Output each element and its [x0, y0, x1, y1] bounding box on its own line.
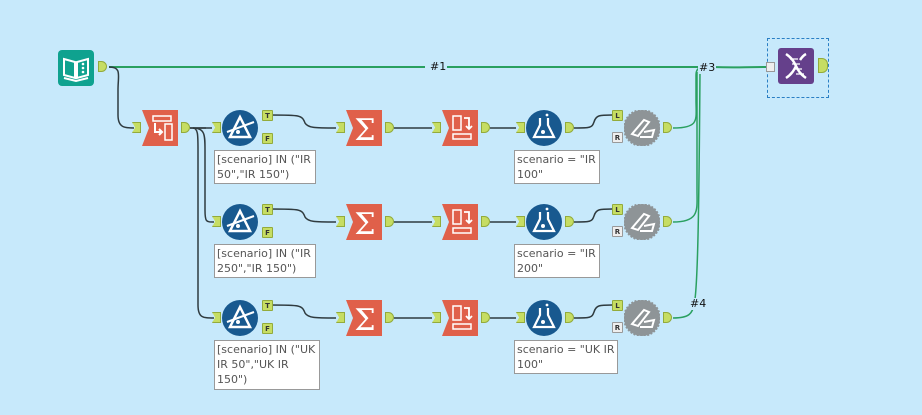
filter-triangle-icon	[222, 204, 258, 240]
sigma-icon: Σ	[346, 110, 382, 146]
signature-icon	[624, 300, 660, 336]
join-right-anchor[interactable]: R	[612, 132, 623, 143]
signature-icon	[624, 204, 660, 240]
input-output-anchor[interactable]	[98, 61, 107, 72]
summarize-tool[interactable]: Σ	[346, 110, 382, 146]
filter-annotation: [scenario] IN ("IR 50","IR 150")	[214, 150, 316, 184]
filter-false-anchor[interactable]: F	[262, 227, 273, 238]
row-wire	[573, 208, 613, 223]
formula-tool[interactable]	[526, 204, 562, 240]
book-input-icon	[58, 50, 94, 86]
crosstab-output-anchor[interactable]	[481, 216, 490, 227]
wire-label-1: #1	[429, 60, 448, 73]
transpose-icon	[442, 300, 478, 336]
signature-icon	[624, 110, 660, 146]
row-wire	[573, 304, 613, 319]
wire-label-3: #3	[698, 61, 717, 74]
dna-macro-output-icon	[778, 48, 814, 84]
union-output-anchor[interactable]	[663, 216, 672, 227]
svg-text:Σ: Σ	[354, 207, 375, 240]
union-tool[interactable]	[624, 204, 660, 240]
select-output-anchor[interactable]	[181, 122, 190, 133]
union-output-anchor[interactable]	[663, 312, 672, 323]
wire-input-select	[108, 66, 135, 129]
union-tool[interactable]	[624, 300, 660, 336]
row-wire	[269, 304, 337, 319]
crosstab-output-anchor[interactable]	[481, 312, 490, 323]
macro-output-anchor[interactable]	[818, 58, 828, 73]
join-left-anchor[interactable]: L	[612, 110, 623, 121]
flask-icon	[526, 110, 562, 146]
filter-true-anchor[interactable]: T	[262, 300, 273, 311]
crosstab-tool[interactable]	[442, 204, 478, 240]
formula-tool[interactable]	[526, 300, 562, 336]
filter-tool[interactable]	[222, 204, 258, 240]
summarize-tool[interactable]: Σ	[346, 204, 382, 240]
crosstab-tool[interactable]	[442, 300, 478, 336]
crosstab-tool[interactable]	[442, 110, 478, 146]
row-wire	[269, 114, 337, 129]
macro-input-anchor[interactable]	[766, 62, 775, 72]
formula-output-anchor[interactable]	[565, 122, 574, 133]
filter-annotation: [scenario] IN ("IR 250","IR 150")	[214, 244, 316, 278]
svg-text:Σ: Σ	[354, 113, 375, 146]
crosstab-output-anchor[interactable]	[481, 122, 490, 133]
formula-annotation: scenario = "IR 200"	[514, 244, 600, 278]
formula-annotation: scenario = "UK IR 100"	[514, 340, 618, 374]
sigma-icon: Σ	[346, 300, 382, 336]
summarize-tool[interactable]: Σ	[346, 300, 382, 336]
join-left-anchor[interactable]: L	[612, 204, 623, 215]
filter-triangle-icon	[222, 110, 258, 146]
sigma-icon: Σ	[346, 204, 382, 240]
select-tool[interactable]	[142, 110, 178, 146]
summarize-output-anchor[interactable]	[385, 312, 394, 323]
row-wire	[573, 114, 613, 129]
flask-icon	[526, 300, 562, 336]
union-tool[interactable]	[624, 110, 660, 146]
transpose-icon	[442, 110, 478, 146]
filter-true-anchor[interactable]: T	[262, 110, 273, 121]
formula-output-anchor[interactable]	[565, 216, 574, 227]
summarize-output-anchor[interactable]	[385, 216, 394, 227]
flask-icon	[526, 204, 562, 240]
filter-annotation: [scenario] IN ("UK IR 50","UK IR 150")	[214, 340, 320, 390]
formula-annotation: scenario = "IR 100"	[514, 150, 600, 184]
summarize-output-anchor[interactable]	[385, 122, 394, 133]
svg-text:Σ: Σ	[354, 303, 375, 336]
filter-tool[interactable]	[222, 300, 258, 336]
select-records-icon	[142, 110, 178, 146]
filter-tool[interactable]	[222, 110, 258, 146]
join-right-anchor[interactable]: R	[612, 322, 623, 333]
wire-label-4: #4	[689, 297, 708, 310]
input-data-tool[interactable]	[58, 50, 94, 86]
join-right-anchor[interactable]: R	[612, 226, 623, 237]
join-left-anchor[interactable]: L	[612, 300, 623, 311]
row-wire	[269, 208, 337, 223]
filter-false-anchor[interactable]: F	[262, 133, 273, 144]
formula-tool[interactable]	[526, 110, 562, 146]
filter-triangle-icon	[222, 300, 258, 336]
filter-false-anchor[interactable]: F	[262, 323, 273, 334]
formula-output-anchor[interactable]	[565, 312, 574, 323]
macro-output-tool[interactable]	[778, 48, 814, 84]
union-output-anchor[interactable]	[663, 122, 672, 133]
filter-true-anchor[interactable]: T	[262, 204, 273, 215]
transpose-icon	[442, 204, 478, 240]
